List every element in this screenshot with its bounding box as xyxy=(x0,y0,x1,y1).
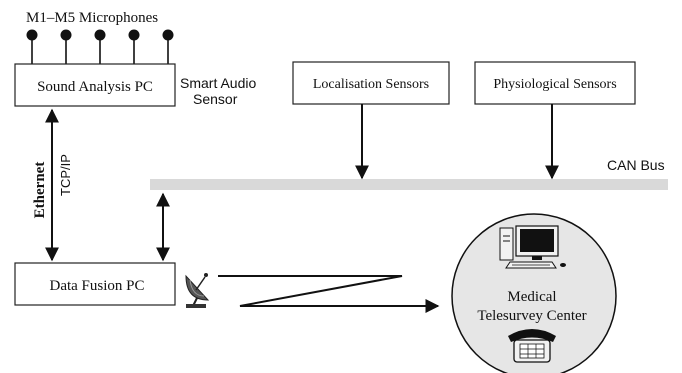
sound-analysis-pc-node: Sound Analysis PC xyxy=(14,63,176,107)
physiological-sensors-node: Physiological Sensors xyxy=(474,61,636,105)
medical-center-label-line1: Medical xyxy=(507,289,556,305)
can-bus-bar xyxy=(150,179,668,190)
tcpip-label: TCP/IP xyxy=(58,154,73,196)
medical-center-label-line2: Telesurvey Center xyxy=(477,308,586,324)
can-bus-label: CAN Bus xyxy=(607,157,665,173)
localisation-sensors-node: Localisation Sensors xyxy=(292,61,450,105)
microphones-label: M1–M5 Microphones xyxy=(26,10,158,26)
ethernet-label: Ethernet xyxy=(32,162,48,219)
medical-telesurvey-center-node: Medical Telesurvey Center xyxy=(451,213,617,373)
data-fusion-pc-node: Data Fusion PC xyxy=(14,262,176,306)
microphone-icon xyxy=(128,29,140,64)
microphone-icon xyxy=(60,29,72,64)
microphone-array xyxy=(26,29,174,64)
wireless-link-arrow xyxy=(218,275,440,313)
microphone-icon xyxy=(162,29,174,64)
localisation-sensors-label: Localisation Sensors xyxy=(313,77,429,92)
data-fusion-pc-label: Data Fusion PC xyxy=(49,278,144,294)
smart-audio-label-line1: Smart Audio xyxy=(180,75,256,91)
sound-analysis-pc-label: Sound Analysis PC xyxy=(37,79,153,95)
smart-audio-label-line2: Sensor xyxy=(193,91,238,107)
telephone-icon xyxy=(508,329,556,363)
computer-icon xyxy=(499,225,566,269)
microphone-icon xyxy=(26,29,38,64)
satellite-dish-icon xyxy=(185,273,210,308)
microphone-icon xyxy=(94,29,106,64)
physiological-sensors-label: Physiological Sensors xyxy=(493,77,616,92)
